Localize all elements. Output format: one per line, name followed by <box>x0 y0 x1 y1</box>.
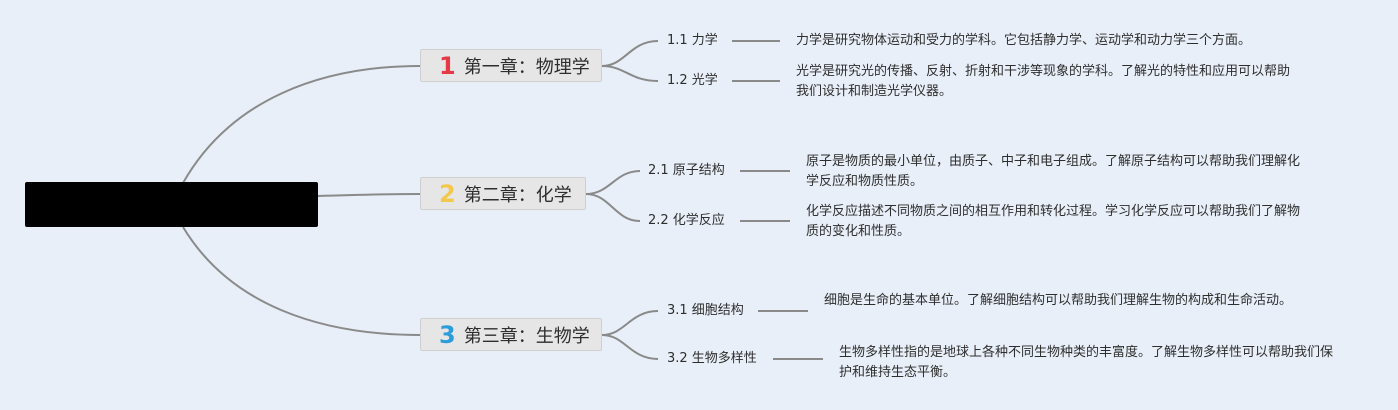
connector-ch1-s2 <box>601 65 659 82</box>
connector-root-chapter-1 <box>182 65 421 184</box>
section-description-3-1: 细胞是生命的基本单位。了解细胞结构可以帮助我们理解生物的构成和生命活动。 <box>824 293 1293 308</box>
section-description-1-1: 力学是研究物体运动和受力的学科。它包括静力学、运动学和动力学三个方面。 <box>796 33 1252 48</box>
section-description-2-2: 化学反应描述不同物质之间的相互作用和转化过程。学习化学反应可以帮助我们了解物质的… <box>806 204 1301 239</box>
connector-root-chapter-3 <box>182 226 421 336</box>
connector-ch3-s2 <box>601 334 659 360</box>
number-one-icon: 1 <box>439 51 456 80</box>
section-node-1-1[interactable]: 1.1 力学 <box>667 33 718 48</box>
chapter-node-2[interactable]: 2 第二章：化学 <box>420 177 586 210</box>
chapter-title: 第三章：生物学 <box>463 325 590 347</box>
section-description-1-2: 光学是研究光的传播、反射、折射和干涉等现象的学科。了解光的特性和应用可以帮助我们… <box>796 64 1291 99</box>
root-topic-redacted[interactable] <box>25 182 318 227</box>
connector-ch3-s1 <box>601 310 659 336</box>
section-description-2-1: 原子是物质的最小单位，由质子、中子和电子组成。了解原子结构可以帮助我们理解化学反… <box>806 154 1301 189</box>
connector-root-chapter-2 <box>317 193 421 197</box>
section-node-2-1[interactable]: 2.1 原子结构 <box>648 163 725 178</box>
section-node-3-2[interactable]: 3.2 生物多样性 <box>667 351 757 366</box>
section-description-3-2: 生物多样性指的是地球上各种不同生物种类的丰富度。了解生物多样性可以帮助我们保护和… <box>839 345 1334 380</box>
chapter-node-1[interactable]: 1 第一章：物理学 <box>420 49 602 82</box>
chapter-title: 第二章：化学 <box>463 184 572 206</box>
connector-ch2-s1 <box>585 170 641 195</box>
number-two-icon: 2 <box>439 179 456 208</box>
chapter-node-3[interactable]: 3 第三章：生物学 <box>420 318 602 351</box>
number-three-icon: 3 <box>439 320 456 349</box>
section-node-3-1[interactable]: 3.1 细胞结构 <box>667 303 744 318</box>
section-node-1-2[interactable]: 1.2 光学 <box>667 73 718 88</box>
section-node-2-2[interactable]: 2.2 化学反应 <box>648 213 725 228</box>
connector-ch1-s1 <box>601 40 659 67</box>
connector-ch2-s2 <box>585 193 641 222</box>
chapter-title: 第一章：物理学 <box>463 56 590 78</box>
